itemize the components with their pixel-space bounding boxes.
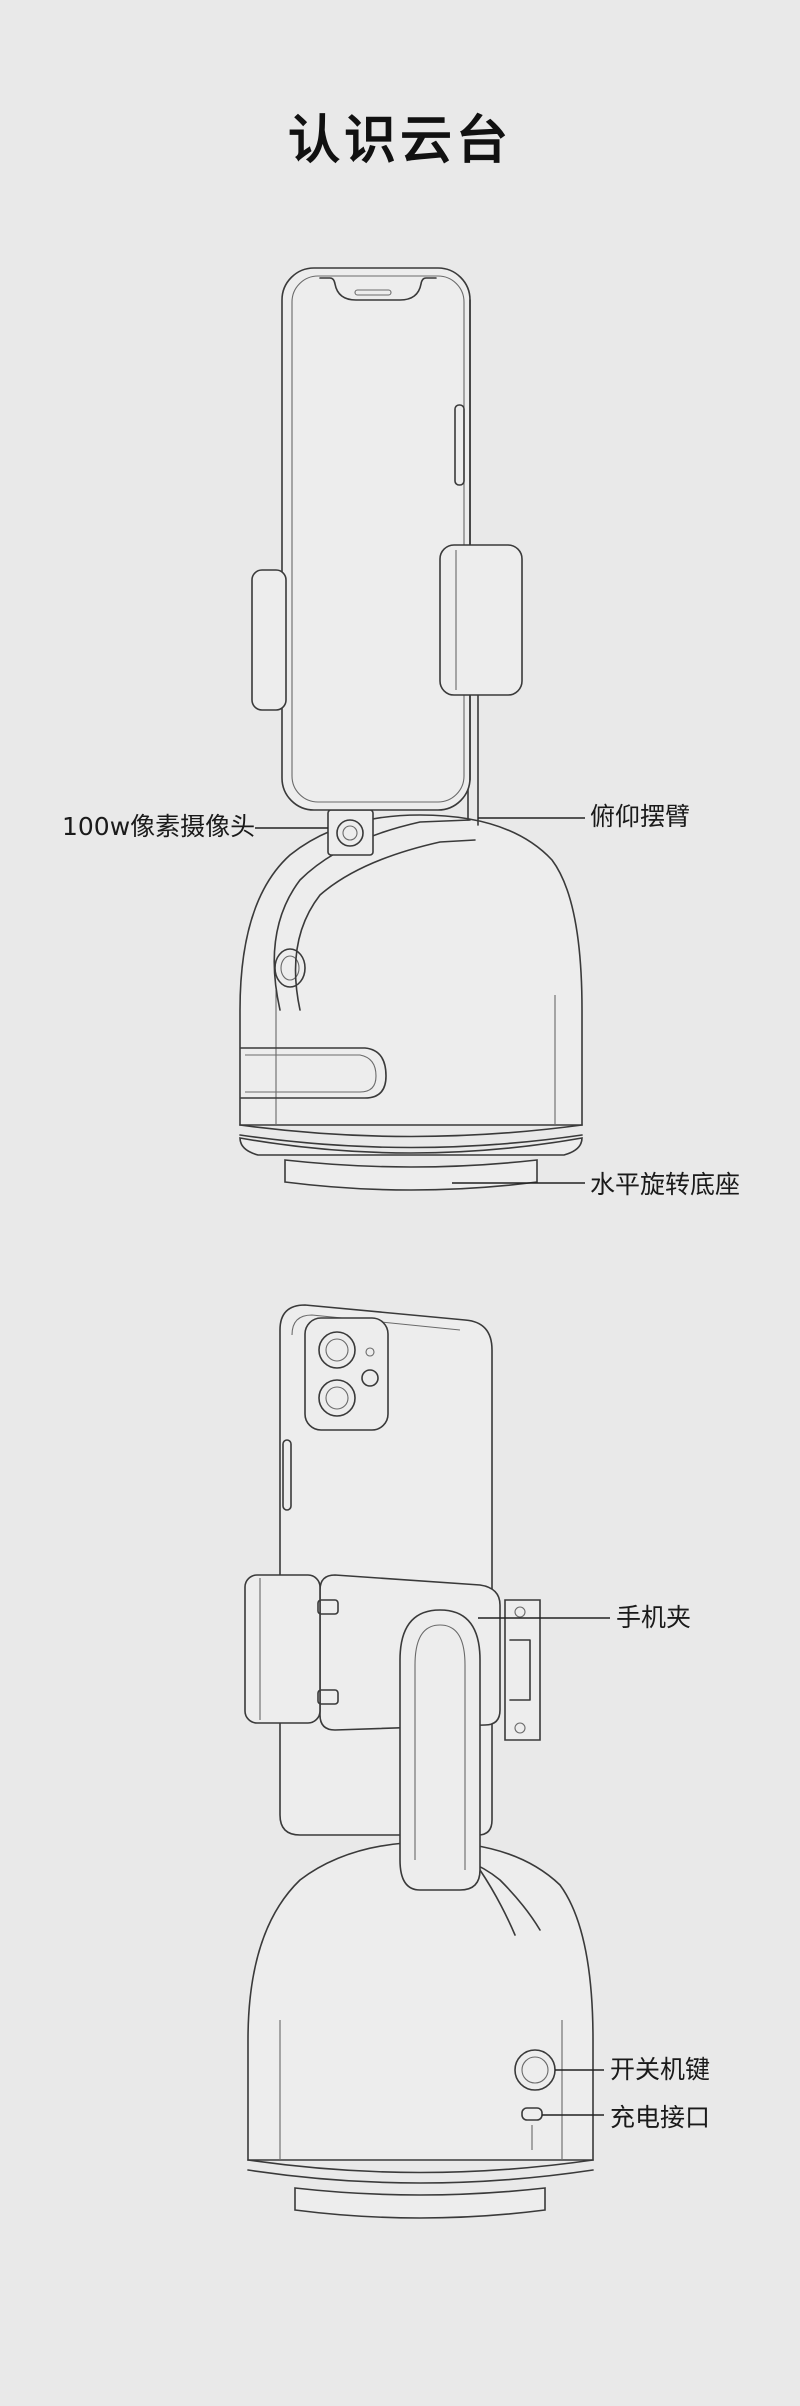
label-tilt-arm: 俯仰摆臂: [590, 802, 691, 831]
front-view-drawing: [239, 267, 583, 1191]
label-camera: 100w像素摄像头: [62, 812, 256, 841]
label-charging-port: 充电接口: [610, 2103, 711, 2132]
back-view-drawing: [244, 1304, 594, 2219]
label-phone-clamp: 手机夹: [616, 1603, 692, 1632]
label-power-key: 开关机键: [610, 2055, 711, 2084]
page-title: 认识云台: [287, 111, 512, 171]
label-rotating-base: 水平旋转底座: [590, 1170, 741, 1199]
